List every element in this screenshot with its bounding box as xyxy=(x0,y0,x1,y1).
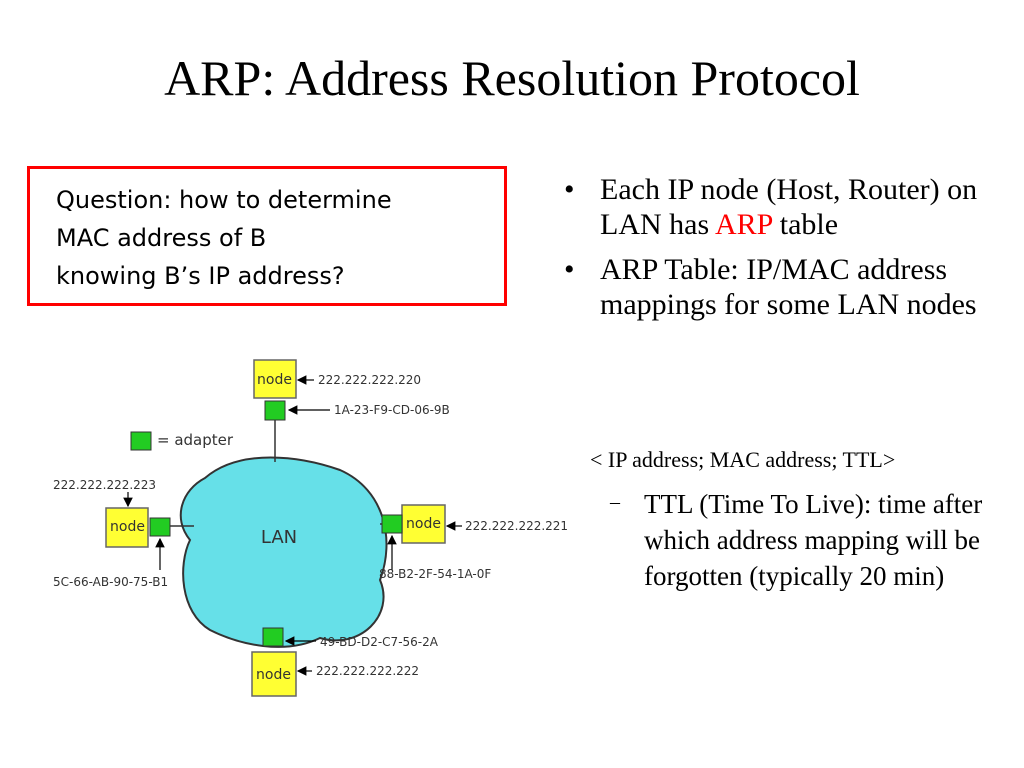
dash-icon: – xyxy=(610,491,620,513)
lan-cloud xyxy=(179,456,388,648)
adapter-top xyxy=(264,400,286,421)
ttl-text: TTL (Time To Live): time after which add… xyxy=(644,489,983,591)
node-left-mac: 5C-66-AB-90-75-B1 xyxy=(53,575,168,589)
node-top xyxy=(253,359,297,399)
node-right xyxy=(401,504,446,544)
adapter-bottom xyxy=(262,627,284,647)
node-left-label: node xyxy=(110,519,145,535)
bullet-dot-icon: • xyxy=(564,173,575,206)
legend-label: = adapter xyxy=(157,431,234,449)
node-right-ip: 222.222.222.221 xyxy=(465,519,568,533)
bullet-arp-table: • Each IP node (Host, Router) on LAN has… xyxy=(560,172,1010,242)
arp-highlight: ARP xyxy=(715,208,773,241)
question-box: Question: how to determine MAC address o… xyxy=(27,166,507,306)
node-right-mac: 88-B2-2F-54-1A-0F xyxy=(379,567,491,581)
bullet-dot-icon: • xyxy=(564,253,575,286)
arp-lan-diagram: LAN = adapter node 222.222.222.220 1A-23… xyxy=(53,359,568,697)
node-bottom xyxy=(251,651,297,697)
node-bottom-ip: 222.222.222.222 xyxy=(316,664,419,678)
node-top-ip: 222.222.222.220 xyxy=(318,373,421,387)
node-bottom-mac: 49-BD-D2-C7-56-2A xyxy=(320,635,439,649)
slide-title: ARP: Address Resolution Protocol xyxy=(164,50,860,106)
bullet-arp-mappings: • ARP Table: IP/MAC address mappings for… xyxy=(560,252,1010,322)
node-bottom-label: node xyxy=(256,667,291,683)
node-top-label: node xyxy=(257,372,292,388)
adapter-right xyxy=(381,514,403,534)
node-top-mac: 1A-23-F9-CD-06-9B xyxy=(334,403,450,417)
adapter-left xyxy=(149,517,171,537)
bullet-list: • Each IP node (Host, Router) on LAN has… xyxy=(560,172,1010,332)
arp-table-format: < IP address; MAC address; TTL> xyxy=(590,447,896,472)
node-left-ip: 222.222.222.223 xyxy=(53,478,156,492)
lan-label: LAN xyxy=(261,527,297,548)
legend-adapter-icon xyxy=(130,431,152,451)
node-left xyxy=(105,507,149,548)
bullet-2-text: ARP Table: IP/MAC address mappings for s… xyxy=(600,253,977,321)
question-text: Question: how to determine MAC address o… xyxy=(56,186,392,290)
bullet-1-text-after: table xyxy=(772,208,839,241)
node-right-label: node xyxy=(406,516,441,532)
bullet-1-text-before: Each IP node (Host, Router) on LAN has xyxy=(600,173,978,241)
